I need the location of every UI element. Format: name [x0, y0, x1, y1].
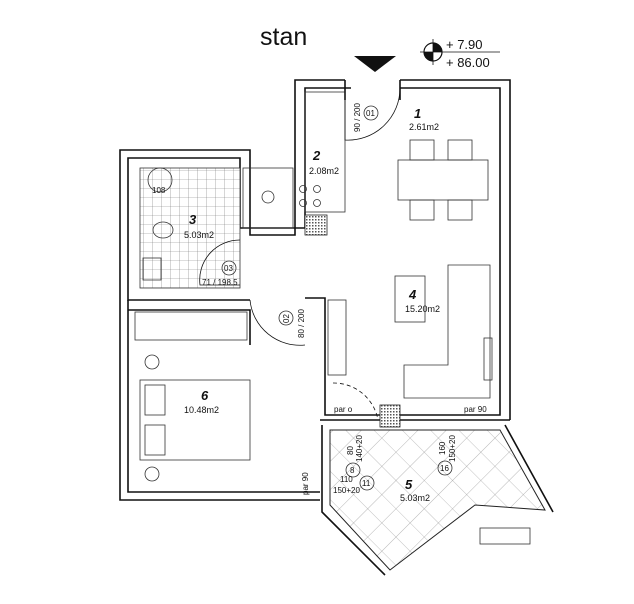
door-02-size: 80 / 200 — [297, 309, 306, 338]
kitchen-counter — [304, 91, 346, 213]
room-6-area: 10.48m2 — [184, 405, 219, 415]
room-2-number: 2 — [312, 148, 321, 163]
door-02-id: 02 — [282, 314, 291, 323]
door-02 — [249, 299, 306, 346]
toilet-icon — [152, 221, 174, 239]
sill-label: par 90 — [301, 472, 310, 495]
tv-unit — [327, 299, 347, 376]
room-3-number: 3 — [189, 212, 197, 227]
window-11-id: 11 — [362, 479, 371, 488]
window-16-width: 160 — [438, 441, 447, 455]
bathroom-floor — [139, 167, 241, 289]
room-4-area: 15.20m2 — [405, 304, 440, 314]
sink-icon — [142, 257, 162, 281]
bed — [139, 379, 251, 461]
room-5-number: 5 — [405, 477, 413, 492]
window-8-width: 80 — [346, 446, 355, 455]
door-03 — [199, 239, 241, 286]
door-01-id: 01 — [366, 109, 375, 118]
coffee-table — [394, 275, 426, 323]
dining-table — [397, 139, 489, 221]
boiler-label: 108 — [152, 186, 166, 195]
walls — [119, 79, 511, 501]
room-1-area: 2.61m2 — [409, 122, 439, 132]
room-2-area: 2.08m2 — [309, 166, 339, 176]
wardrobe — [134, 311, 248, 341]
shower — [242, 167, 294, 229]
room-1-number: 1 — [414, 106, 421, 121]
sofa — [403, 264, 491, 399]
elevation-top: + 7.90 — [446, 37, 483, 52]
door-03-id: 03 — [224, 264, 233, 273]
window-16-id: 16 — [440, 464, 449, 473]
elevation-marker: + 7.90 + 86.00 — [420, 37, 500, 70]
window-16-height: 150+20 — [448, 435, 457, 462]
window-11-height: 150+20 — [333, 486, 360, 495]
sill-label: par o — [334, 405, 353, 414]
room-3-area: 5.03m2 — [184, 230, 214, 240]
window-8-height: 140+20 — [355, 435, 364, 462]
balcony-door — [332, 382, 379, 421]
room-5-area: 5.03m2 — [400, 493, 430, 503]
room-4-number: 4 — [408, 287, 417, 302]
balcony-floor — [329, 429, 546, 571]
plan-title: stan — [260, 23, 307, 51]
window-8-id: 8 — [350, 466, 355, 475]
entrance-arrow-icon — [354, 56, 396, 72]
door-01 — [344, 87, 401, 141]
boiler-icon — [147, 167, 173, 193]
door-01-size: 90 / 200 — [353, 103, 362, 132]
window-11-width: 110 — [340, 475, 353, 484]
door-03-size: 71 / 198.5 — [202, 278, 238, 287]
sill-label: par 90 — [464, 405, 487, 414]
elevation-bottom: + 86.00 — [446, 55, 490, 70]
room-6-number: 6 — [201, 388, 209, 403]
